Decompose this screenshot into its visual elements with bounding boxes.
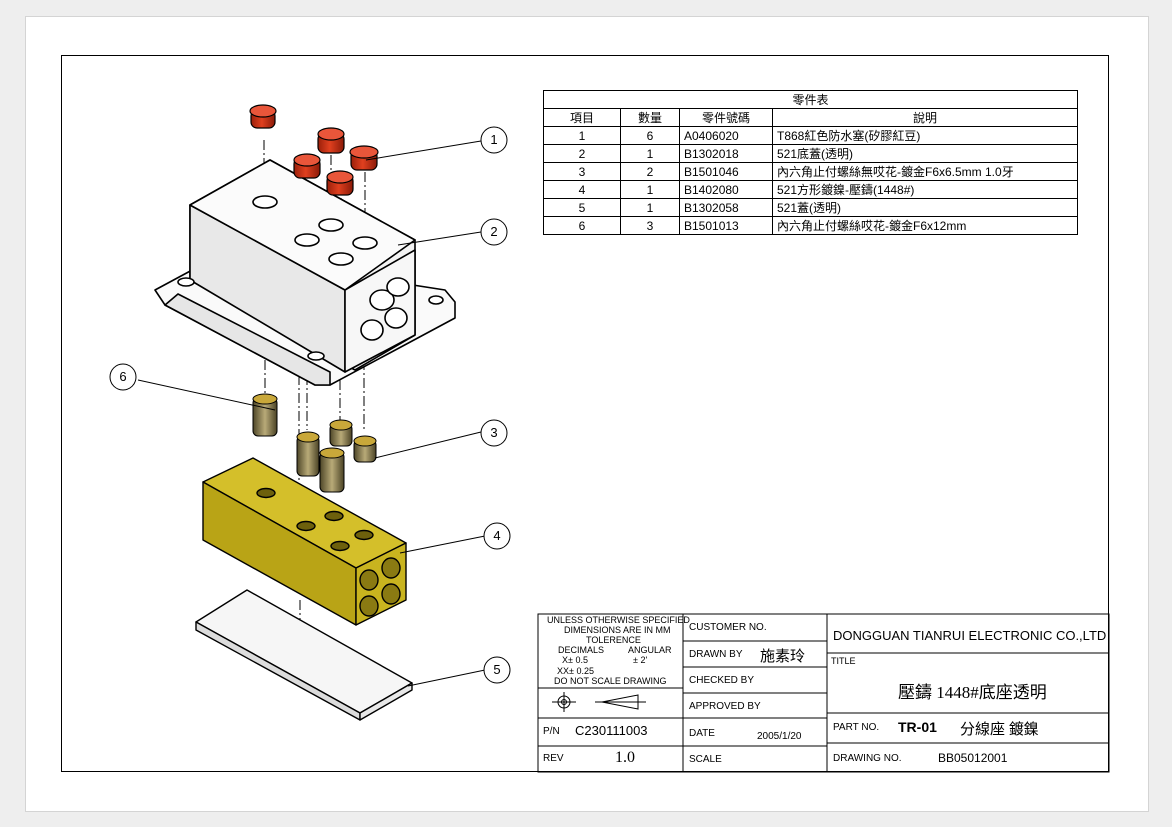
part-no-description: 分線座 鍍鎳	[960, 722, 1039, 738]
parts-list-table: 零件表 項目 數量 零件號碼 說明 1 6 A0406020 T868紅色防水塞…	[543, 90, 1078, 235]
red-cap	[249, 104, 277, 129]
tolerance-line2: DIMENSIONS ARE IN MM	[564, 625, 671, 635]
customer-no-label: CUSTOMER NO.	[689, 622, 767, 633]
table-row: 1 6 A0406020 T868紅色防水塞(矽膠紅豆)	[543, 126, 1078, 145]
set-screw	[353, 435, 377, 463]
part-4-brass-block	[202, 457, 407, 626]
rev-value: 1.0	[615, 749, 635, 766]
part-6-set-screws	[252, 393, 345, 493]
part-no-cell: B1402080	[679, 180, 773, 199]
pn-value: C230111003	[575, 723, 648, 738]
part-1-red-caps	[249, 104, 379, 196]
callout-1: 1	[490, 132, 498, 147]
table-row: 4 1 B1402080 521方形鍍鎳-壓鑄(1448#)	[543, 180, 1078, 199]
date-label: DATE	[689, 728, 715, 739]
callout-2: 2	[490, 224, 498, 239]
qty-cell: 3	[620, 216, 680, 235]
approved-by-label: APPROVED BY	[689, 701, 761, 712]
callout-6: 6	[119, 369, 127, 384]
drawn-by-label: DRAWN BY	[689, 649, 743, 660]
set-screw	[252, 393, 278, 437]
drawing-title: 壓鑄 1448#底座透明	[898, 683, 1047, 702]
callout-3: 3	[490, 425, 498, 440]
part-3-set-screws	[329, 419, 377, 463]
part-no-cell: B1302058	[679, 198, 773, 217]
part-no-label: PART NO.	[833, 722, 880, 733]
drawn-by-value: 施素玲	[760, 649, 806, 665]
rev-label: REV	[543, 753, 564, 764]
red-cap	[349, 145, 379, 171]
drawing-no-value: BB05012001	[938, 751, 1008, 765]
description-cell: 521方形鍍鎳-壓鑄(1448#)	[772, 180, 1078, 199]
tolerance-x: X± 0.5	[562, 655, 588, 665]
date-value: 2005/1/20	[757, 731, 802, 742]
part-no-cell: B1302018	[679, 144, 773, 163]
set-screw	[329, 419, 353, 447]
leader-lines	[137, 140, 486, 687]
drawing-no-label: DRAWING NO.	[833, 753, 902, 764]
red-cap	[293, 153, 321, 179]
part-no-cell: B1501013	[679, 216, 773, 235]
header-part-no: 零件號碼	[679, 108, 773, 127]
callout-4: 4	[493, 528, 501, 543]
table-row: 3 2 B1501046 內六角止付螺絲無哎花-鍍金F6x6.5mm 1.0牙	[543, 162, 1078, 181]
set-screw	[296, 431, 320, 477]
no-scale-note: DO NOT SCALE DRAWING	[554, 676, 667, 686]
checked-by-label: CHECKED BY	[689, 675, 755, 686]
description-cell: 521底蓋(透明)	[772, 144, 1078, 163]
part-5-cover-plate	[195, 589, 413, 721]
callout-5: 5	[493, 662, 501, 677]
tolerance-decimals: DECIMALS	[558, 645, 605, 655]
red-cap	[326, 170, 354, 196]
table-row: 5 1 B1302058 521蓋(透明)	[543, 198, 1078, 217]
description-cell: 內六角止付螺絲無哎花-鍍金F6x6.5mm 1.0牙	[772, 162, 1078, 181]
part-no-value: TR-01	[898, 719, 937, 735]
parts-list-header: 項目 數量 零件號碼 說明	[543, 108, 1078, 127]
tolerance-angular: ANGULAR	[628, 645, 672, 655]
table-row: 6 3 B1501013 內六角止付螺絲哎花-鍍金F6x12mm	[543, 216, 1078, 235]
title-label: TITLE	[831, 656, 856, 666]
pn-label: P/N	[543, 726, 560, 737]
set-screw	[319, 447, 345, 493]
red-cap	[317, 127, 345, 154]
tolerance-line3: TOLERENCE	[586, 635, 641, 645]
tolerance-line1: UNLESS OTHERWISE SPECIFIED	[547, 615, 690, 625]
table-row: 2 1 B1302018 521底蓋(透明)	[543, 144, 1078, 163]
scale-label: SCALE	[689, 754, 722, 765]
part-2-clear-cover	[154, 159, 456, 386]
tolerance-xx: XX± 0.25	[557, 666, 594, 676]
company-name: DONGGUAN TIANRUI ELECTRONIC CO.,LTD	[833, 628, 1107, 643]
parts-list-title: 零件表	[543, 90, 1078, 109]
description-cell: T868紅色防水塞(矽膠紅豆)	[772, 126, 1078, 145]
tolerance-angle: ± 2'	[633, 655, 648, 665]
description-cell: 內六角止付螺絲哎花-鍍金F6x12mm	[772, 216, 1078, 235]
